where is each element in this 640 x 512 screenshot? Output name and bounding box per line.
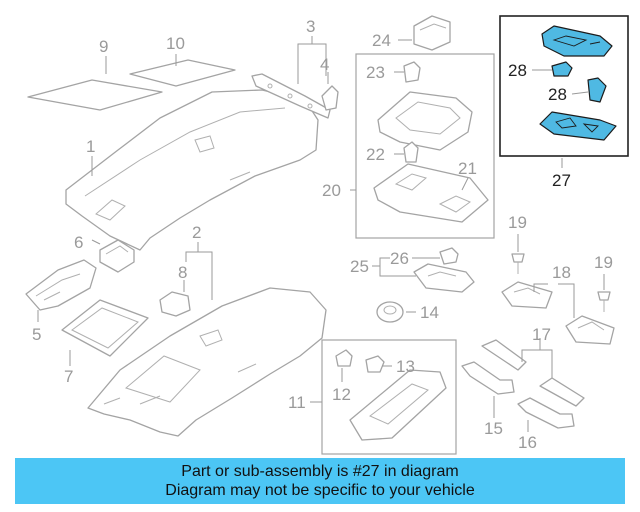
part-12-visor-clip [335, 349, 353, 367]
part-28-bulb-a[interactable] [551, 61, 573, 77]
part-9-pad [27, 79, 163, 111]
callout-9: 9 [99, 37, 108, 56]
part-16-grab-handle [517, 397, 575, 429]
part-10-pad [129, 59, 236, 87]
callout-4: 4 [320, 55, 329, 74]
part-17-bracket-b [539, 377, 585, 407]
part-8-clip [159, 291, 191, 317]
banner-line-2: Diagram may not be specific to your vehi… [165, 482, 475, 499]
callout-14: 14 [420, 303, 439, 322]
callout-1: 1 [86, 137, 95, 156]
callout-28a: 28 [508, 61, 527, 80]
callout-18: 18 [552, 263, 571, 282]
part-27-lamp-lower[interactable] [539, 111, 617, 141]
part-6-bracket [99, 239, 135, 273]
callout-8: 8 [178, 263, 187, 282]
part-22-bulb [403, 141, 419, 163]
callout-3: 3 [306, 17, 315, 36]
part-20-console-upper [377, 91, 473, 151]
part-2-headliner-lower [87, 287, 327, 437]
callout-17: 17 [532, 325, 551, 344]
callout-28b: 28 [548, 85, 567, 104]
info-banner: Part or sub-assembly is #27 in diagram D… [15, 458, 625, 504]
part-1-headliner-upper [65, 89, 319, 251]
part-4-clip [321, 85, 339, 111]
group-27-box [499, 15, 629, 157]
part-19-screw-b [597, 291, 611, 312]
part-14-grommet [376, 301, 404, 323]
part-7-sunroof-frame [61, 299, 149, 357]
part-24-sensor [413, 15, 451, 51]
callout-12: 12 [332, 385, 351, 404]
part-27-lamp-upper[interactable] [541, 25, 613, 57]
part-15-grab-handle [461, 361, 515, 395]
group-20-box [355, 53, 495, 239]
part-5-lamp-housing [25, 259, 97, 311]
callout-19a: 19 [508, 213, 527, 232]
callout-26: 26 [390, 249, 409, 268]
part-18-bracket-b [565, 315, 615, 345]
callout-6: 6 [74, 233, 83, 252]
callout-7: 7 [64, 367, 73, 386]
part-25-lamp [413, 263, 475, 293]
callout-5: 5 [32, 325, 41, 344]
group-11-box [321, 339, 457, 455]
parts-diagram: 9 10 3 4 1 2 6 8 5 7 24 23 22 21 20 28 2… [25, 15, 629, 455]
part-21-console-lower [373, 163, 489, 223]
callout-13: 13 [396, 357, 415, 376]
part-19-screw-a [511, 253, 525, 274]
callout-19b: 19 [594, 253, 613, 272]
banner-line-1: Part or sub-assembly is #27 in diagram [181, 463, 459, 480]
part-11-sunvisor [349, 369, 447, 441]
callout-11: 11 [288, 393, 306, 412]
part-26-bulb [439, 247, 459, 265]
callout-21: 21 [458, 159, 477, 178]
part-17-bracket-a [481, 339, 527, 371]
part-28-bulb-b[interactable] [587, 77, 607, 103]
callout-20: 20 [322, 181, 341, 200]
leader-lines [37, 36, 605, 432]
callout-25: 25 [350, 257, 369, 276]
part-13-visor-pad [365, 355, 385, 373]
callout-23: 23 [366, 63, 385, 82]
part-23-bulb [403, 61, 421, 83]
callout-10: 10 [166, 34, 185, 53]
part-3-roof-rail [251, 73, 331, 119]
callout-24: 24 [372, 31, 391, 50]
callout-27: 27 [552, 171, 571, 190]
callout-16: 16 [518, 433, 537, 452]
callout-22: 22 [366, 145, 385, 164]
callout-2: 2 [192, 223, 201, 242]
callout-15: 15 [484, 419, 503, 438]
part-18-bracket-a [501, 281, 553, 309]
